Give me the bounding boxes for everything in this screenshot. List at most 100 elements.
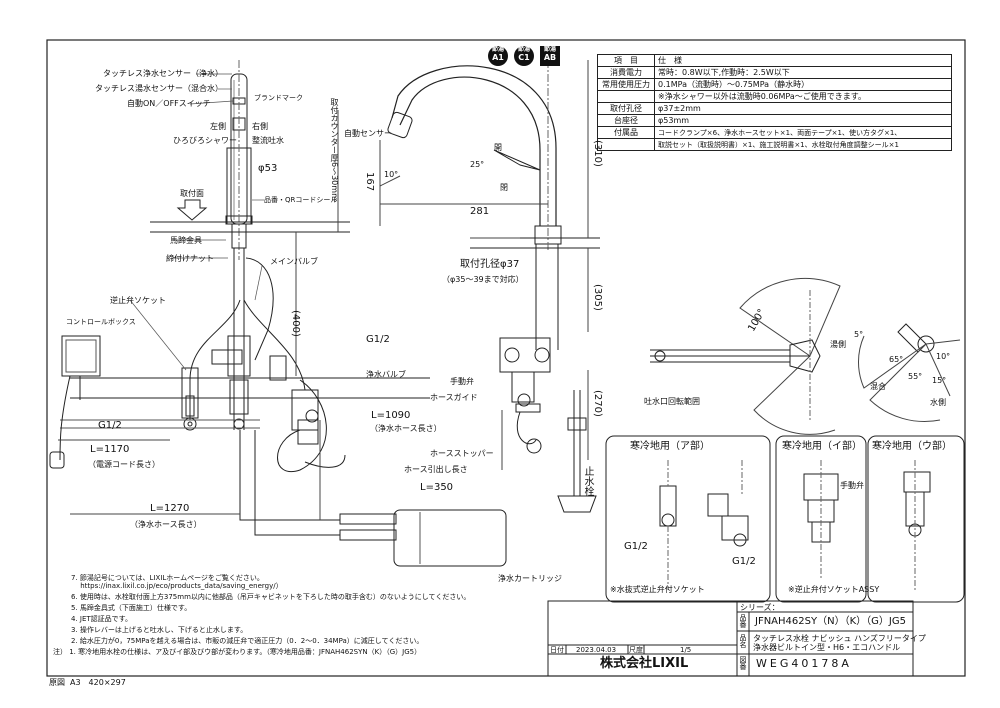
label-seiryu-tosui: 整流吐水	[252, 136, 284, 145]
note-line: 2. 給水圧力が0，75MPaを越える場合は、市販の減圧弁で適正圧力（0．2～0…	[71, 637, 424, 645]
label-zuban: WEG40178A	[756, 657, 852, 670]
label-phi53: φ53	[258, 163, 278, 174]
spec-value: 常時：0.8W以下,作動時：2.5W以下	[654, 66, 952, 79]
note-line: 3. 操作レバーは上げると吐水し、下げると止水します。	[71, 626, 248, 634]
label-l1270: L=1270	[150, 503, 190, 514]
label-cold-g12-b: G1/2	[732, 556, 756, 567]
note-line: https://inax.lixil.co.jp/eco/products_da…	[71, 582, 283, 590]
label-check-valve-socket: 逆止弁ソケット	[110, 296, 166, 305]
label-cold-side: 水側	[930, 398, 946, 407]
label-hinmei-heading: 品名	[739, 634, 747, 648]
label-angle-65: 65°	[889, 355, 904, 364]
label-stop-valve: 止水栓	[582, 466, 593, 496]
company-name: 株式会社LIXIL	[600, 656, 689, 671]
label-g12-left: G1/2	[98, 420, 122, 431]
label-dim-400: (400)	[290, 310, 301, 337]
label-dim-305: (305)	[592, 284, 603, 311]
note-line: 5. 馬蹄金具式（下面施工）仕様です。	[71, 604, 192, 612]
note-line: 6. 使用時は、水栓取付面上方375mm以内に他部品（吊戸キャビネットを下ろした…	[71, 593, 471, 601]
label-mixed: 混合	[870, 382, 886, 391]
label-paper-size: A3 420×297	[70, 678, 126, 687]
label-date: 2023.04.03	[576, 646, 617, 654]
spec-value: φ37±2mm	[654, 102, 952, 115]
spec-value: 0.1MPa（流動時）～0.75MPa（静水時）	[654, 78, 952, 91]
label-pure-valve: 浄水バルブ	[366, 370, 406, 379]
spec-header-item: 項 目	[597, 54, 655, 67]
label-open: 開	[494, 143, 502, 152]
label-l350: L=350	[420, 482, 454, 493]
title-block-lines	[547, 600, 914, 677]
label-pure-hose-length-b: （浄水ホース長さ）	[130, 520, 202, 529]
label-pure-hose-length-a: （浄水ホース長さ）	[370, 424, 442, 433]
label-touchless-mixed-sensor: タッチレス湯水センサー（混合水）	[95, 84, 223, 93]
label-cold-note-a: ※水抜式逆止弁付ソケット	[610, 585, 705, 594]
spec-header-value: 仕 様	[654, 54, 952, 67]
note-line: 7. 節湯記号については、LIXILホームページをご覧ください。	[71, 574, 264, 582]
label-tightening-nut: 締付けナット	[166, 254, 214, 263]
label-hinmei-line2: 浄水器ビルトイン型・H6・エコハンドル	[753, 643, 901, 652]
label-control-box: コントロールボックス	[66, 318, 136, 326]
label-part-number-sticker: 品番・QRコードシール	[264, 196, 338, 204]
label-date-heading: 日付	[550, 646, 564, 654]
label-l1090: L=1090	[371, 410, 411, 421]
label-scale-heading: 尺度	[629, 646, 643, 654]
spec-key: 常用使用圧力	[597, 78, 655, 91]
label-hirobiro-shower: ひろびろシャワー	[173, 136, 237, 145]
label-counter-thickness: 取付カウンター厚6～30mm	[330, 98, 339, 201]
label-hinban: JFNAH462SY（N）（K）（G）JG5	[755, 616, 906, 627]
label-original: 原図	[49, 678, 65, 687]
label-manual-valve: 手動弁	[450, 377, 474, 386]
label-series: シリーズ：	[740, 603, 780, 612]
label-cold-region-i: 寒冷地用（イ部）	[782, 441, 862, 452]
label-l1170: L=1170	[90, 444, 130, 455]
spec-value: ※浄水シャワー以外は流動時0.06MPa～ご使用できます。	[654, 90, 952, 103]
label-close: 閉	[500, 183, 508, 192]
label-dim-167: 167	[364, 172, 375, 192]
spec-key: 台座径	[597, 114, 655, 127]
label-hose-guide: ホースガイド	[430, 393, 478, 402]
spec-value: コードクランプ×6、浄水ホースセット×1、両面テープ×1、使い方タグ×1、	[654, 126, 952, 139]
label-hose-stopper: ホースストッパー	[430, 449, 494, 458]
label-cold-note-u: ※逆止弁付ソケットASSY	[788, 585, 880, 594]
label-angle-15: 15°	[932, 376, 947, 385]
label-touchless-pure-sensor: タッチレス浄水センサー（浄水）	[103, 69, 223, 78]
spec-row: 付属品コードクランプ×6、浄水ホースセット×1、両面テープ×1、使い方タグ×1、	[597, 126, 952, 139]
label-cold-region-a: 寒冷地用（ア部）	[630, 441, 710, 452]
rotation-view	[650, 277, 961, 435]
label-hot-side: 湯側	[830, 340, 846, 349]
spec-header-row: 項 目 仕 様	[597, 54, 952, 67]
label-dim-270: (270)	[592, 390, 603, 417]
label-angle-5: 5°	[854, 330, 864, 339]
label-cold-manual-valve: 手動弁	[840, 481, 864, 490]
spec-value: φ53mm	[654, 114, 952, 127]
notes-block: 7. 節湯記号については、LIXILホームページをご覧ください。 https:/…	[53, 574, 548, 656]
label-saddle-bracket: 馬蹄金具	[170, 236, 202, 245]
label-cold-g12-a: G1/2	[624, 541, 648, 552]
label-mounting-surface: 取付面	[180, 189, 204, 198]
spec-key: 消費電力	[597, 66, 655, 79]
label-spout-rotation-range: 吐水口回転範囲	[644, 397, 700, 406]
label-zuban-heading: 図番	[739, 656, 747, 670]
label-angle-10-handle: 10°	[936, 352, 951, 361]
label-hole-range: （φ35～39まで対応）	[442, 275, 524, 284]
spec-row: ※浄水シャワー以外は流動時0.06MPa～ご使用できます。	[597, 90, 952, 103]
front-view-faucet	[49, 60, 507, 567]
label-cartridge: 浄水カートリッジ	[498, 574, 562, 583]
label-g12-right: G1/2	[366, 334, 390, 345]
label-dim-281: 281	[470, 206, 490, 217]
label-dim-310: (310)	[592, 140, 603, 167]
label-hole-diameter: 取付孔径φ37	[460, 259, 520, 270]
label-brand-mark: ブランドマーク	[254, 94, 303, 102]
spec-key	[597, 90, 655, 103]
spec-key: 付属品	[597, 126, 655, 139]
label-angle-25: 25°	[470, 160, 485, 169]
spec-row: 取説セット（取扱説明書）×1、施工説明書×1、水栓取付角度調整シール×1	[597, 138, 952, 151]
label-power-cord-length: （電源コード長さ）	[88, 460, 160, 469]
label-hinban-heading: 品番	[739, 614, 747, 628]
